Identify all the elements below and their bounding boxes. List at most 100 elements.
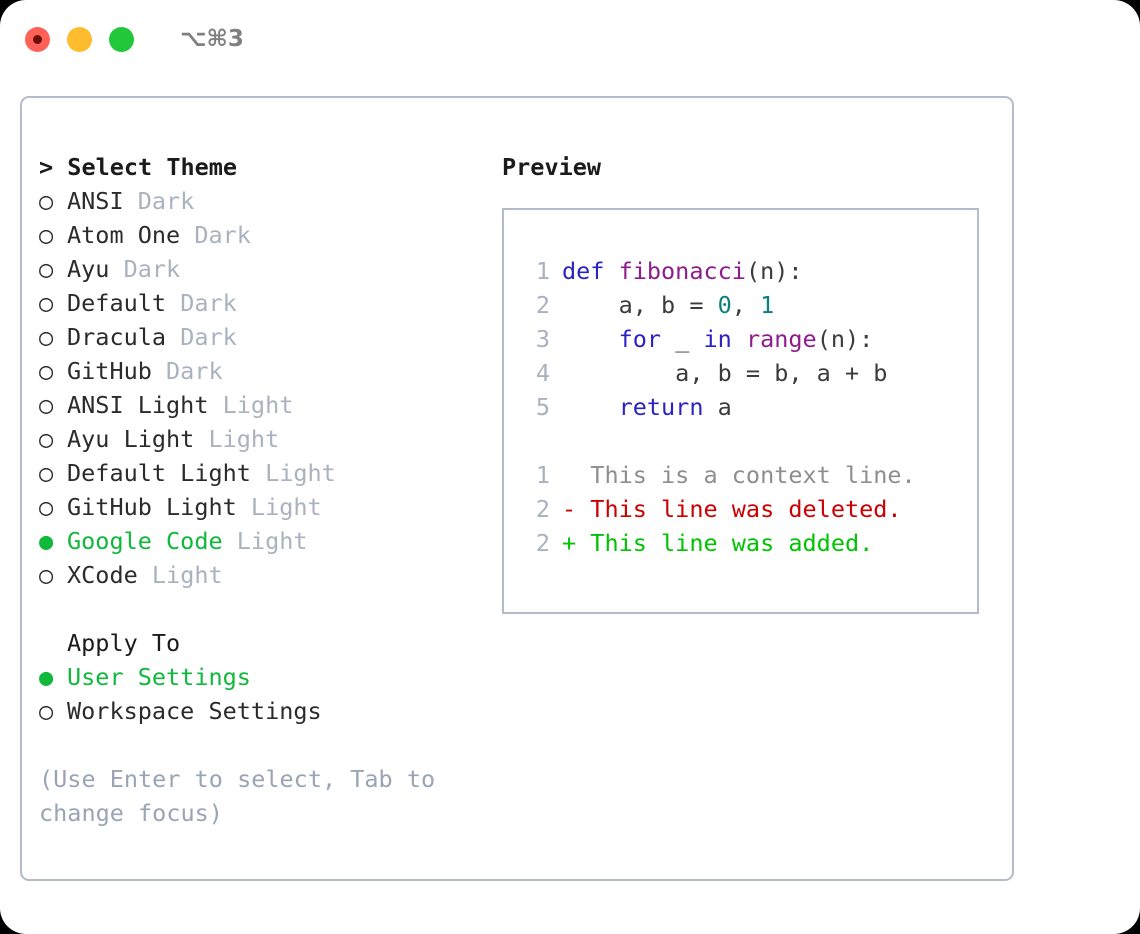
code-diff-spacer xyxy=(516,424,977,458)
theme-option-atom-one[interactable]: ○ Atom One Dark xyxy=(39,218,499,252)
radio-unselected-icon: ○ xyxy=(39,561,54,589)
theme-option-variant: Light xyxy=(222,527,308,555)
token-kw: for xyxy=(618,325,662,353)
theme-option-label: XCode xyxy=(67,561,138,589)
token-pln: (n): xyxy=(816,325,874,353)
radio-unselected-icon: ○ xyxy=(39,289,54,317)
theme-option-label: GitHub Light xyxy=(67,493,237,521)
apply-to-option-workspace-settings[interactable]: ○Workspace Settings xyxy=(39,694,499,728)
token-pln xyxy=(562,325,619,353)
minimize-button[interactable] xyxy=(67,26,92,52)
theme-option-github-light[interactable]: ○ GitHub Light Light xyxy=(39,490,499,524)
theme-option-dracula[interactable]: ○Dracula Dark xyxy=(39,320,499,354)
maximize-button[interactable] xyxy=(109,26,134,52)
code-text: a, b = 0, 1 xyxy=(562,288,775,322)
line-number: 1 xyxy=(535,257,550,285)
theme-option-google-code[interactable]: ●Google Code Light xyxy=(39,524,499,558)
radio-selected-icon: ● xyxy=(39,663,54,691)
radio-unselected-icon: ○ xyxy=(39,255,54,283)
apply-to-option-label: User Settings xyxy=(67,663,251,691)
apply-to-option-label: Workspace Settings xyxy=(67,697,322,725)
token-kw: in xyxy=(703,325,732,353)
theme-option-variant: Dark xyxy=(109,255,181,283)
radio-unselected-icon: ○ xyxy=(39,493,54,521)
line-number: 2 xyxy=(535,495,550,523)
radio-unselected-icon: ○ xyxy=(39,391,54,419)
line-number: 2 xyxy=(535,291,550,319)
keyboard-hint-text: (Use Enter to select, Tab to change focu… xyxy=(39,765,436,827)
token-pln: _ xyxy=(661,325,704,353)
theme-option-label: GitHub xyxy=(67,357,152,385)
diff-line-del: 2 - This line was deleted. xyxy=(516,492,977,526)
theme-option-github[interactable]: ○ GitHub Dark xyxy=(39,354,499,388)
theme-list[interactable]: ○ANSI Dark○Atom One Dark○Ayu Dark○Defaul… xyxy=(39,184,499,592)
theme-option-default[interactable]: ○ Default Dark xyxy=(39,286,499,320)
list-spacer xyxy=(39,592,499,626)
code-line: 4 a, b = b, a + b xyxy=(516,356,977,390)
main-panel: > Select Theme ○ANSI Dark○Atom One Dark○… xyxy=(20,96,1014,881)
theme-option-variant: Light xyxy=(250,459,336,487)
theme-option-variant: Dark xyxy=(180,221,251,249)
recording-indicator-icon xyxy=(33,34,42,44)
radio-unselected-icon: ○ xyxy=(39,459,54,487)
line-number: 1 xyxy=(535,461,550,489)
theme-option-xcode[interactable]: ○ XCode Light xyxy=(39,558,499,592)
theme-option-label: Default xyxy=(67,289,167,317)
apply-to-option-user-settings[interactable]: ● User Settings xyxy=(39,660,499,694)
code-text: for _ in range(n): xyxy=(562,322,874,356)
theme-option-label: Google Code xyxy=(67,527,223,555)
theme-option-label: Dracula xyxy=(67,323,167,351)
diff-line-add: 2+ This line was added. xyxy=(516,526,977,560)
theme-option-variant: Dark xyxy=(151,357,223,385)
radio-unselected-icon: ○ xyxy=(39,323,54,351)
code-text: a, b = b, a + b xyxy=(562,356,887,390)
theme-option-variant: Light xyxy=(208,391,294,419)
code-text: return a xyxy=(562,390,732,424)
theme-option-ansi[interactable]: ○ANSI Dark xyxy=(39,184,499,218)
radio-unselected-icon: ○ xyxy=(39,357,54,385)
token-fn: fibonacci xyxy=(618,257,746,285)
theme-option-variant: Dark xyxy=(166,289,237,317)
theme-option-ansi-light[interactable]: ○ ANSI Light Light xyxy=(39,388,499,422)
theme-option-ayu[interactable]: ○ Ayu Dark xyxy=(39,252,499,286)
token-pln xyxy=(562,393,619,421)
line-number: 5 xyxy=(535,393,550,421)
diff-line-ctx: 1 This is a context line. xyxy=(516,458,977,492)
apply-to-list[interactable]: ● User Settings ○Workspace Settings xyxy=(39,660,499,728)
token-fn: range xyxy=(745,325,817,353)
token-pln xyxy=(732,325,746,353)
token-pln: a, b = b, a + b xyxy=(562,359,888,387)
theme-option-variant: Light xyxy=(236,493,322,521)
code-line: 2 a, b = 0, 1 xyxy=(516,288,977,322)
preview-heading: Preview xyxy=(502,153,602,181)
close-button[interactable] xyxy=(25,26,50,52)
theme-option-label: ANSI Light xyxy=(67,391,209,419)
theme-option-ayu-light[interactable]: ○Ayu Light Light xyxy=(39,422,499,456)
diff-text: This is a context line. xyxy=(562,461,916,489)
theme-option-label: Ayu xyxy=(67,255,110,283)
theme-option-label: Atom One xyxy=(67,221,181,249)
keyboard-shortcut-label: ⌥⌘3 xyxy=(180,26,244,52)
token-pln: , xyxy=(731,291,761,319)
theme-option-label: ANSI xyxy=(67,187,124,215)
select-theme-heading: > Select Theme xyxy=(39,153,238,181)
line-number: 3 xyxy=(535,325,550,353)
radio-unselected-icon: ○ xyxy=(39,425,54,453)
token-pln: a xyxy=(703,393,732,421)
theme-option-variant: Light xyxy=(137,561,223,589)
token-pln: (n): xyxy=(745,257,803,285)
theme-option-default-light[interactable]: ○ Default Light Light xyxy=(39,456,499,490)
theme-option-label: Default Light xyxy=(67,459,251,487)
code-line: 3 for _ in range(n): xyxy=(516,322,977,356)
code-line: 5 return a xyxy=(516,390,977,424)
title-bar: ⌥⌘3 xyxy=(0,0,1140,78)
theme-option-variant: Light xyxy=(194,425,280,453)
token-pln: a, b = xyxy=(562,291,718,319)
radio-unselected-icon: ○ xyxy=(39,221,54,249)
code-line: 1 def fibonacci(n): xyxy=(516,254,977,288)
code-text: def fibonacci(n): xyxy=(562,254,803,288)
diff-text: - This line was deleted. xyxy=(562,495,902,523)
